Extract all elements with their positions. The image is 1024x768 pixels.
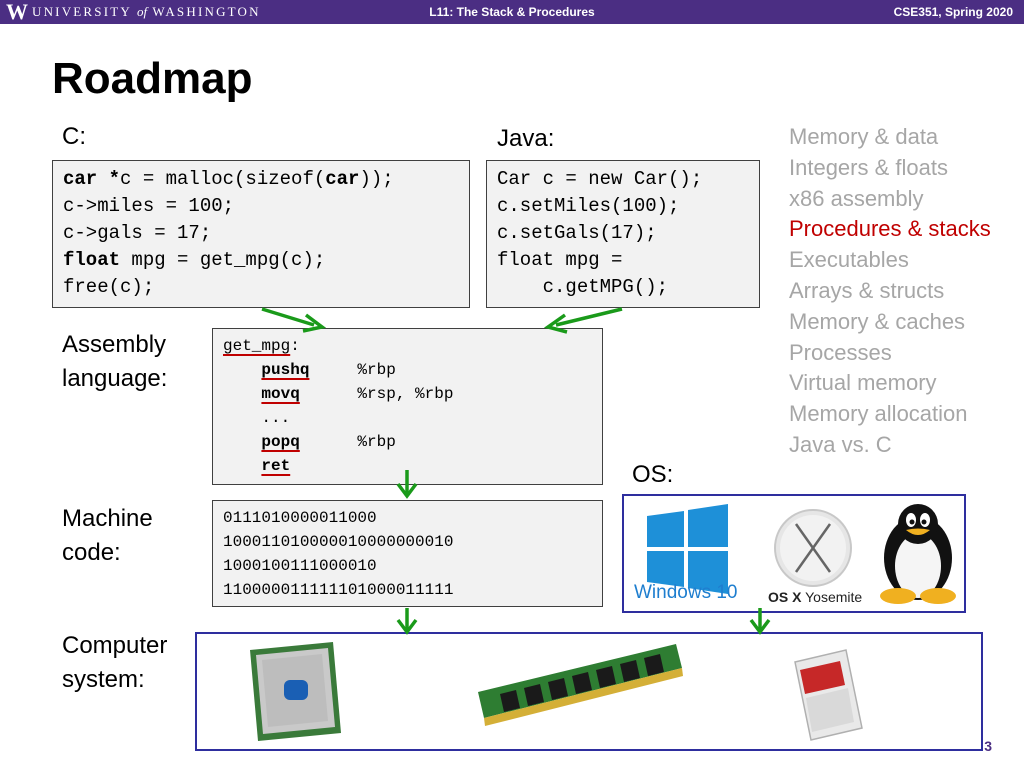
machine-code-line-1: 0111010000011000 [223, 509, 377, 527]
asm-line-4: popq %rbp [223, 430, 592, 454]
machine-code-line-3: 1000100111000010 [223, 557, 377, 575]
java-code-line-3: c.setGals(17); [497, 222, 657, 244]
university-word-2: WASHINGTON [152, 4, 261, 19]
asm-args: %rbp [357, 361, 396, 379]
asm-op-popq: popq [261, 433, 300, 451]
java-code-line-5: c.getMPG(); [497, 276, 669, 298]
c-code-text: c = malloc(sizeof( [120, 168, 326, 190]
roadmap-item: Integers & floats [789, 154, 948, 180]
c-code-line-5: free(c); [63, 276, 155, 298]
windows-logo-icon [647, 504, 728, 594]
asm-colon: : [290, 337, 300, 355]
arrow-java-to-asm [543, 307, 623, 334]
label-assembly: Assembly language: [62, 328, 167, 396]
asm-op-pushq: pushq [261, 361, 310, 379]
java-code-line-1: Car c = new Car(); [497, 168, 703, 190]
osx-label: OS X Yosemite [768, 589, 862, 605]
roadmap-item: Executables [789, 247, 909, 273]
roadmap-item: Memory & data [789, 124, 939, 149]
roadmap-item: Java vs. C [789, 431, 892, 457]
c-code-line-2: c->miles = 100; [63, 195, 235, 217]
c-code-line-3: c->gals = 17; [63, 222, 212, 244]
asm-line-1: pushq %rbp [223, 358, 592, 382]
lecture-title: L11: The Stack & Procedures [429, 5, 595, 19]
label-computer: Computer system: [62, 629, 167, 697]
tux-penguin-icon [880, 504, 956, 604]
roadmap-item: Arrays & structs [789, 277, 945, 303]
c-code-box: car *c = malloc(sizeof(car)); c->miles =… [52, 160, 470, 308]
c-keyword-float: float [63, 249, 121, 271]
machine-code-box: 0111010000011000 10001101000001000000001… [212, 500, 603, 607]
machine-code-line-2: 100011010000010000000010 [223, 533, 454, 551]
windows-label: Windows 10 [634, 582, 738, 603]
roadmap-item: Virtual memory [789, 370, 937, 396]
c-keyword-car: car * [63, 168, 121, 190]
label-machine-line1: Machine [62, 505, 153, 532]
asm-args: %rbp [357, 433, 396, 451]
label-computer-line1: Computer [62, 632, 168, 659]
c-code-text: mpg = get_mpg(c); [120, 249, 326, 271]
roadmap-item: Memory allocation [789, 401, 968, 427]
asm-line-5: ret [223, 454, 592, 478]
java-code-box: Car c = new Car(); c.setMiles(100); c.se… [486, 160, 760, 308]
java-code-line-2: c.setMiles(100); [497, 195, 680, 217]
university-name: UNIVERSITY of WASHINGTON [32, 0, 261, 24]
asm-op-ret: ret [261, 457, 291, 475]
university-word-of: of [136, 4, 148, 19]
page-number: 3 [984, 738, 992, 754]
label-os: OS: [632, 461, 674, 488]
uw-logo: W [6, 0, 28, 24]
label-machine: Machine code: [62, 502, 153, 570]
cpu-chip-icon [250, 642, 341, 741]
label-java: Java: [497, 125, 555, 152]
ram-module-icon [478, 644, 683, 726]
asm-function-label: get_mpg [223, 337, 291, 355]
university-word-1: UNIVERSITY [32, 4, 132, 19]
roadmap-list: Memory & data Integers & floats x86 asse… [789, 122, 991, 461]
header-bar: W UNIVERSITY of WASHINGTON L11: The Stac… [0, 0, 1024, 24]
c-code-text: )); [359, 168, 394, 190]
arrow-machine-to-system [396, 608, 418, 635]
roadmap-item-active: Procedures & stacks [789, 216, 991, 242]
c-code-line-4: float mpg = get_mpg(c); [63, 247, 459, 274]
label-c: C: [62, 123, 86, 150]
course-name: CSE351, Spring 2020 [893, 5, 1013, 19]
asm-op-movq: movq [261, 385, 300, 403]
assembly-code-box: get_mpg: pushq %rbp movq %rsp, %rbp ... po… [212, 328, 603, 485]
asm-args: %rsp, %rbp [357, 385, 454, 403]
c-keyword-car-2: car [325, 168, 360, 190]
slide-title: Roadmap [52, 54, 253, 103]
osx-label-rest: Yosemite [801, 589, 863, 605]
arrow-c-to-asm [261, 307, 327, 333]
java-code-line-4: float mpg = [497, 249, 623, 271]
asm-line-2: movq %rsp, %rbp [223, 382, 592, 406]
ssd-drive-icon [794, 649, 863, 741]
asm-line-3: ... [223, 406, 592, 430]
label-machine-line2: code: [62, 539, 121, 566]
arrow-asm-to-machine [396, 470, 418, 499]
osx-logo-icon [774, 509, 852, 587]
c-code-line-1: car *c = malloc(sizeof(car)); [63, 166, 459, 193]
label-assembly-line1: Assembly [62, 331, 167, 358]
label-assembly-line2: language: [62, 365, 168, 392]
arrow-os-to-system [749, 608, 771, 635]
asm-line-label: get_mpg: [223, 334, 592, 358]
label-computer-line2: system: [62, 666, 145, 693]
roadmap-item: Memory & caches [789, 308, 966, 334]
machine-code-line-4: 110000011111101000011111 [223, 581, 454, 599]
osx-label-bold: OS X [768, 589, 802, 605]
asm-ellipsis: ... [261, 409, 291, 427]
roadmap-item: x86 assembly [789, 185, 924, 211]
roadmap-item: Processes [789, 339, 892, 365]
